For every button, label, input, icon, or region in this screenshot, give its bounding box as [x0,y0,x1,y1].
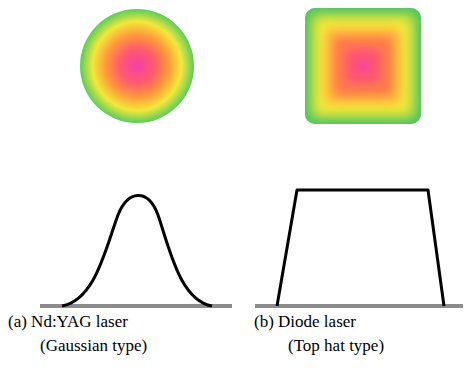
beam-intensity-layer [318,21,408,111]
baseline [255,304,463,308]
beam-intensity-layer [345,48,381,84]
beam-intensity-layer [325,28,401,104]
gaussian-profile-curve [62,195,212,306]
gaussian-beam-spot [80,9,194,123]
beam-intensity-layer [357,60,369,72]
profile-caption: (a) Nd:YAG laser [8,312,128,332]
top-hat-profile-curve [277,190,444,306]
profile-type: (Gaussian type) [40,336,147,356]
beam-intensity-layer [333,36,393,96]
top-hat-beam-spot [305,8,421,124]
profile-caption: (b) Diode laser [254,312,356,332]
beam-intensity-layer [312,15,414,117]
profile-type: (Top hat type) [288,336,384,356]
beam-intensity-layer [305,8,421,124]
